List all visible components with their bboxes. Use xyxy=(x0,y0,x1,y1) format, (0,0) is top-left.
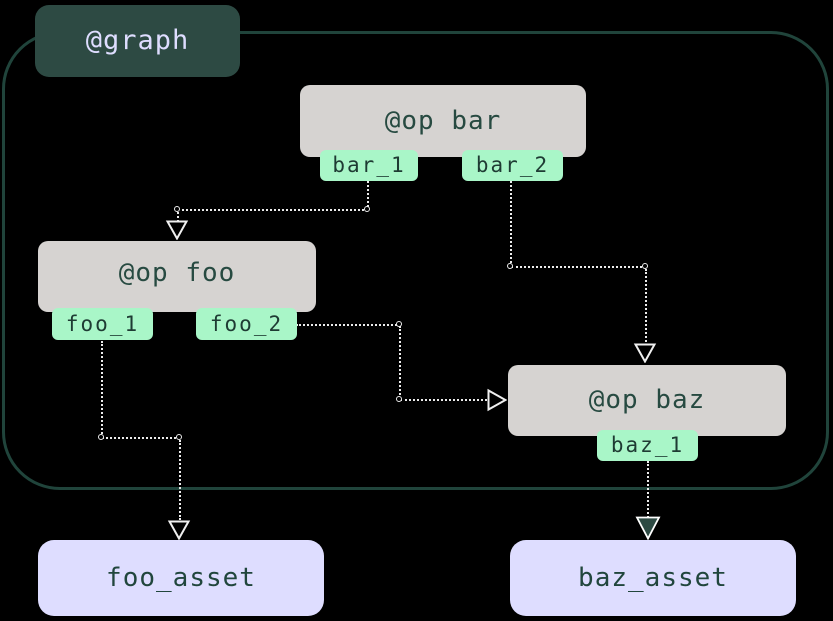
output-tag-foo-2: foo_2 xyxy=(196,308,297,340)
arrowhead-filled-icon xyxy=(635,516,661,540)
graph-container-border xyxy=(2,31,829,490)
asset-node-foo-asset: foo_asset xyxy=(38,540,324,616)
graph-label: @graph xyxy=(35,5,240,77)
arrowhead-open-icon xyxy=(167,520,191,540)
asset-node-baz-asset: baz_asset xyxy=(510,540,796,616)
arrowhead-open-icon xyxy=(487,388,507,412)
op-node-baz: @op baz xyxy=(508,365,786,436)
op-node-bar: @op bar xyxy=(300,85,586,157)
arrowhead-open-icon xyxy=(633,343,657,363)
output-tag-bar-1: bar_1 xyxy=(320,150,418,181)
output-tag-baz-1: baz_1 xyxy=(597,430,698,461)
output-tag-bar-2: bar_2 xyxy=(462,150,563,181)
output-tag-foo-1: foo_1 xyxy=(52,308,153,340)
arrowhead-open-icon xyxy=(165,220,189,240)
op-node-foo: @op foo xyxy=(38,241,316,312)
